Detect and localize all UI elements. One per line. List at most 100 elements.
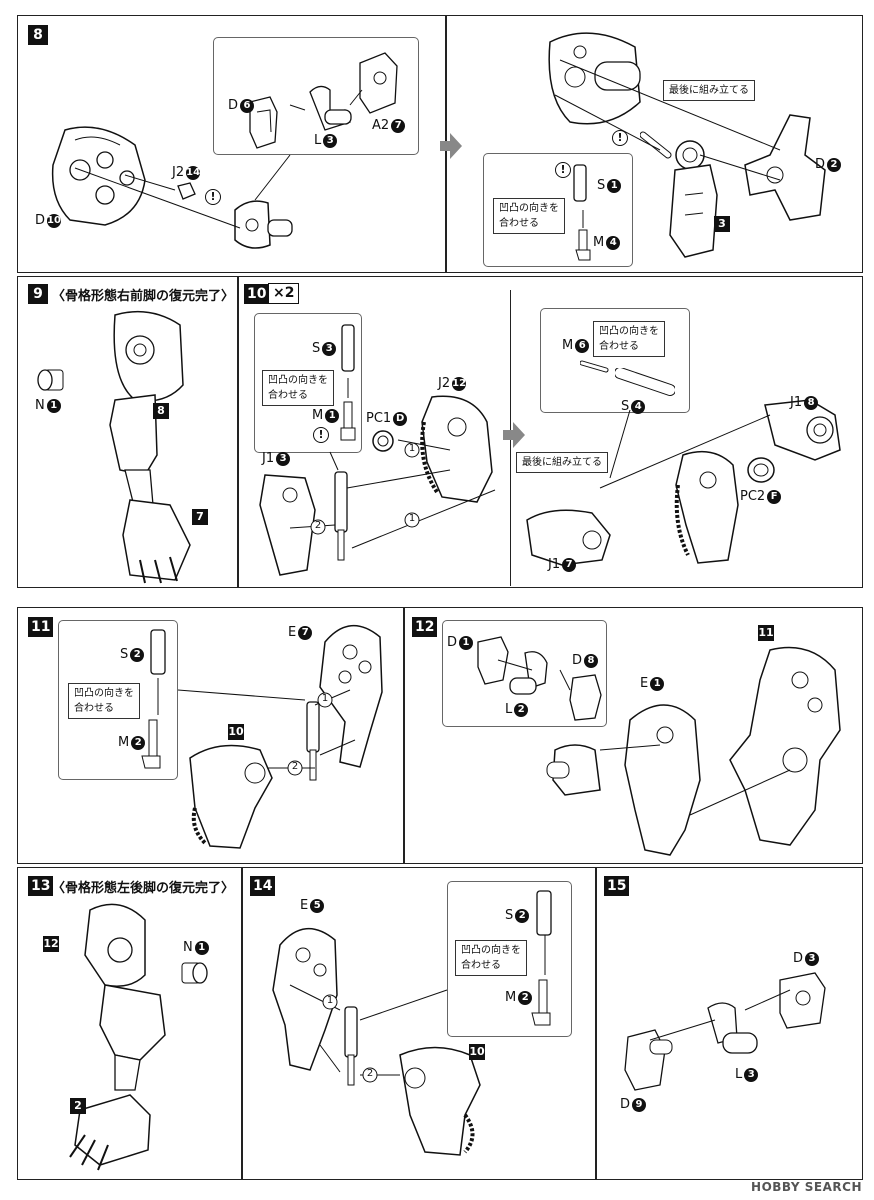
step-8-leg-part-3 (669, 140, 718, 258)
step-9-title: 〈骨格形態右前脚の復元完了〉 (52, 289, 235, 304)
ref-part-10: 10 (228, 724, 244, 740)
step-12-part-11 (729, 646, 841, 846)
step-8-number: 8 (28, 25, 48, 45)
step-11-part-e7 (319, 624, 383, 768)
step-13-leg-assembly (69, 903, 166, 1171)
step-11-divider (403, 608, 405, 863)
step-8-inset-part-a2 (359, 52, 398, 114)
step-10-multiplier: ×2 (268, 283, 300, 304)
step-10-part-j1-3 (259, 474, 316, 576)
step-14-align-note: 凹凸の向きを合わせる (455, 940, 527, 976)
ref-part-12: 12 (43, 936, 59, 952)
step-12-part-d8 (569, 674, 602, 721)
step-11-part-m2 (141, 719, 161, 769)
step-10-part-pc2 (747, 457, 775, 483)
step-11-align-note: 凹凸の向きを合わせる (68, 683, 140, 719)
watermark-logo: HOBBY SEARCH (751, 1180, 862, 1194)
step-9-number: 9 (28, 284, 48, 304)
step-10-part-s3 (341, 324, 355, 372)
step-15-part-d9 (624, 1029, 673, 1091)
step-8-next-arrow (440, 133, 462, 159)
ref-part-7: 7 (192, 509, 208, 525)
step-14-part-m2 (531, 979, 551, 1026)
step-8-align-note: 凹凸の向きを合わせる (493, 198, 565, 234)
step-14-number: 14 (250, 876, 276, 896)
step-12-part-l2 (509, 651, 548, 695)
step-12-joint-assembly (546, 744, 601, 796)
step-9-leg-assembly (109, 310, 191, 584)
order-marker-2: 2 (314, 520, 322, 531)
caution-icon: ! (612, 130, 628, 146)
step-15-number: 15 (604, 876, 630, 896)
step-13-title: 〈骨格形態左後脚の復元完了〉 (52, 881, 235, 896)
ref-part-11: 11 (758, 625, 774, 641)
ref-part-8: 8 (153, 403, 169, 419)
step-11-part-10 (189, 744, 273, 849)
order-marker-2: 2 (291, 761, 299, 772)
step-10-part-m1 (340, 401, 356, 441)
step-10-next-arrow (503, 422, 525, 448)
step-14-part-10 (399, 1046, 481, 1156)
ref-part-10-b: 10 (469, 1044, 485, 1060)
step-8-inset2-part-m4 (575, 229, 591, 261)
step-14-part-s2 (536, 890, 552, 936)
step-10-knee-part (674, 450, 739, 564)
step-14-piston (344, 1006, 358, 1086)
step-8-joint-j2 (177, 182, 196, 200)
step-10-part-m6 (580, 360, 609, 373)
step-13-divider (241, 868, 243, 1179)
step-8-inset2-part-s1 (573, 164, 587, 202)
step-9-part-n1 (37, 369, 64, 391)
step-15-part-d3 (779, 972, 826, 1029)
step-10-number: 10 (244, 284, 270, 304)
step-8-inset-part-l3 (309, 85, 352, 131)
step-8-tip-callout: 最後に組み立てる (663, 80, 755, 101)
order-marker-2: 2 (366, 1068, 374, 1079)
step-13-number: 13 (28, 876, 54, 896)
step-9-divider (237, 277, 239, 587)
step-13-part-n1 (181, 962, 208, 984)
step-15-part-l3 (707, 1002, 758, 1054)
order-marker-1: 1 (321, 693, 329, 704)
step-10-align-note: 凹凸の向きを合わせる (262, 370, 334, 406)
step-11-number: 11 (28, 617, 54, 637)
ref-part-2: 2 (70, 1098, 86, 1114)
step-12-part-e1 (624, 704, 701, 856)
step-10-part-pc1 (372, 430, 394, 452)
order-marker-1: 1 (326, 995, 334, 1006)
step-11-part-s2 (150, 629, 166, 675)
step-11-piston (306, 701, 320, 781)
caution-icon: ! (313, 427, 329, 443)
order-marker-1: 1 (408, 443, 416, 454)
step-14-part-e5 (272, 927, 338, 1071)
caution-icon: ! (205, 189, 221, 205)
